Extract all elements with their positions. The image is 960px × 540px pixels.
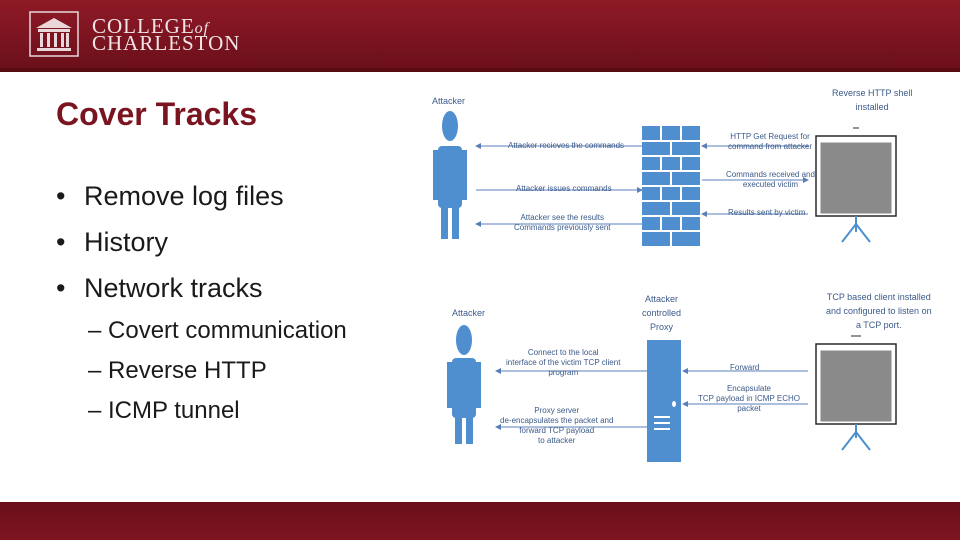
sub-bullet-item: – ICMP tunnel [88,397,240,424]
bullet-item: •Network tracks [56,273,263,303]
victim-screen-icon [815,127,897,243]
header-banner: COLLEGEof CHARLESTON [0,0,960,72]
logo-wordmark-line1: COLLEGEof [92,14,210,38]
firewall-icon [642,126,700,246]
flow-label: Results sent by victim [728,208,806,217]
flow-label: Attacker recieves the commands [508,141,625,150]
attacker-figure-icon [447,325,481,444]
attacker-label: Attacker [432,96,466,106]
sub-bullet-item: – Reverse HTTP [88,357,267,384]
flow-label: Attacker issues commands [516,184,612,193]
bullet-list: •Remove log files •History •Network trac… [56,176,436,314]
bullet-item: •Remove log files [56,181,284,211]
bullet-item: •History [56,227,169,257]
slide-title: Cover Tracks [56,96,258,132]
attacker-figure-icon [433,111,467,239]
logo-wordmark-line2: CHARLESTON [92,31,241,55]
victim-screen-icon [815,335,897,451]
attacker-label: Attacker [452,308,486,318]
flow-label: Forward [730,363,760,372]
proxy-server-icon [647,340,681,462]
diagram-graphics [433,111,897,462]
sub-bullet-list: – Covert communication – Reverse HTTP – … [88,314,347,434]
sub-bullet-item: – Covert communication [88,317,347,344]
footer-bar [0,502,960,540]
college-seal-icon [28,10,80,58]
